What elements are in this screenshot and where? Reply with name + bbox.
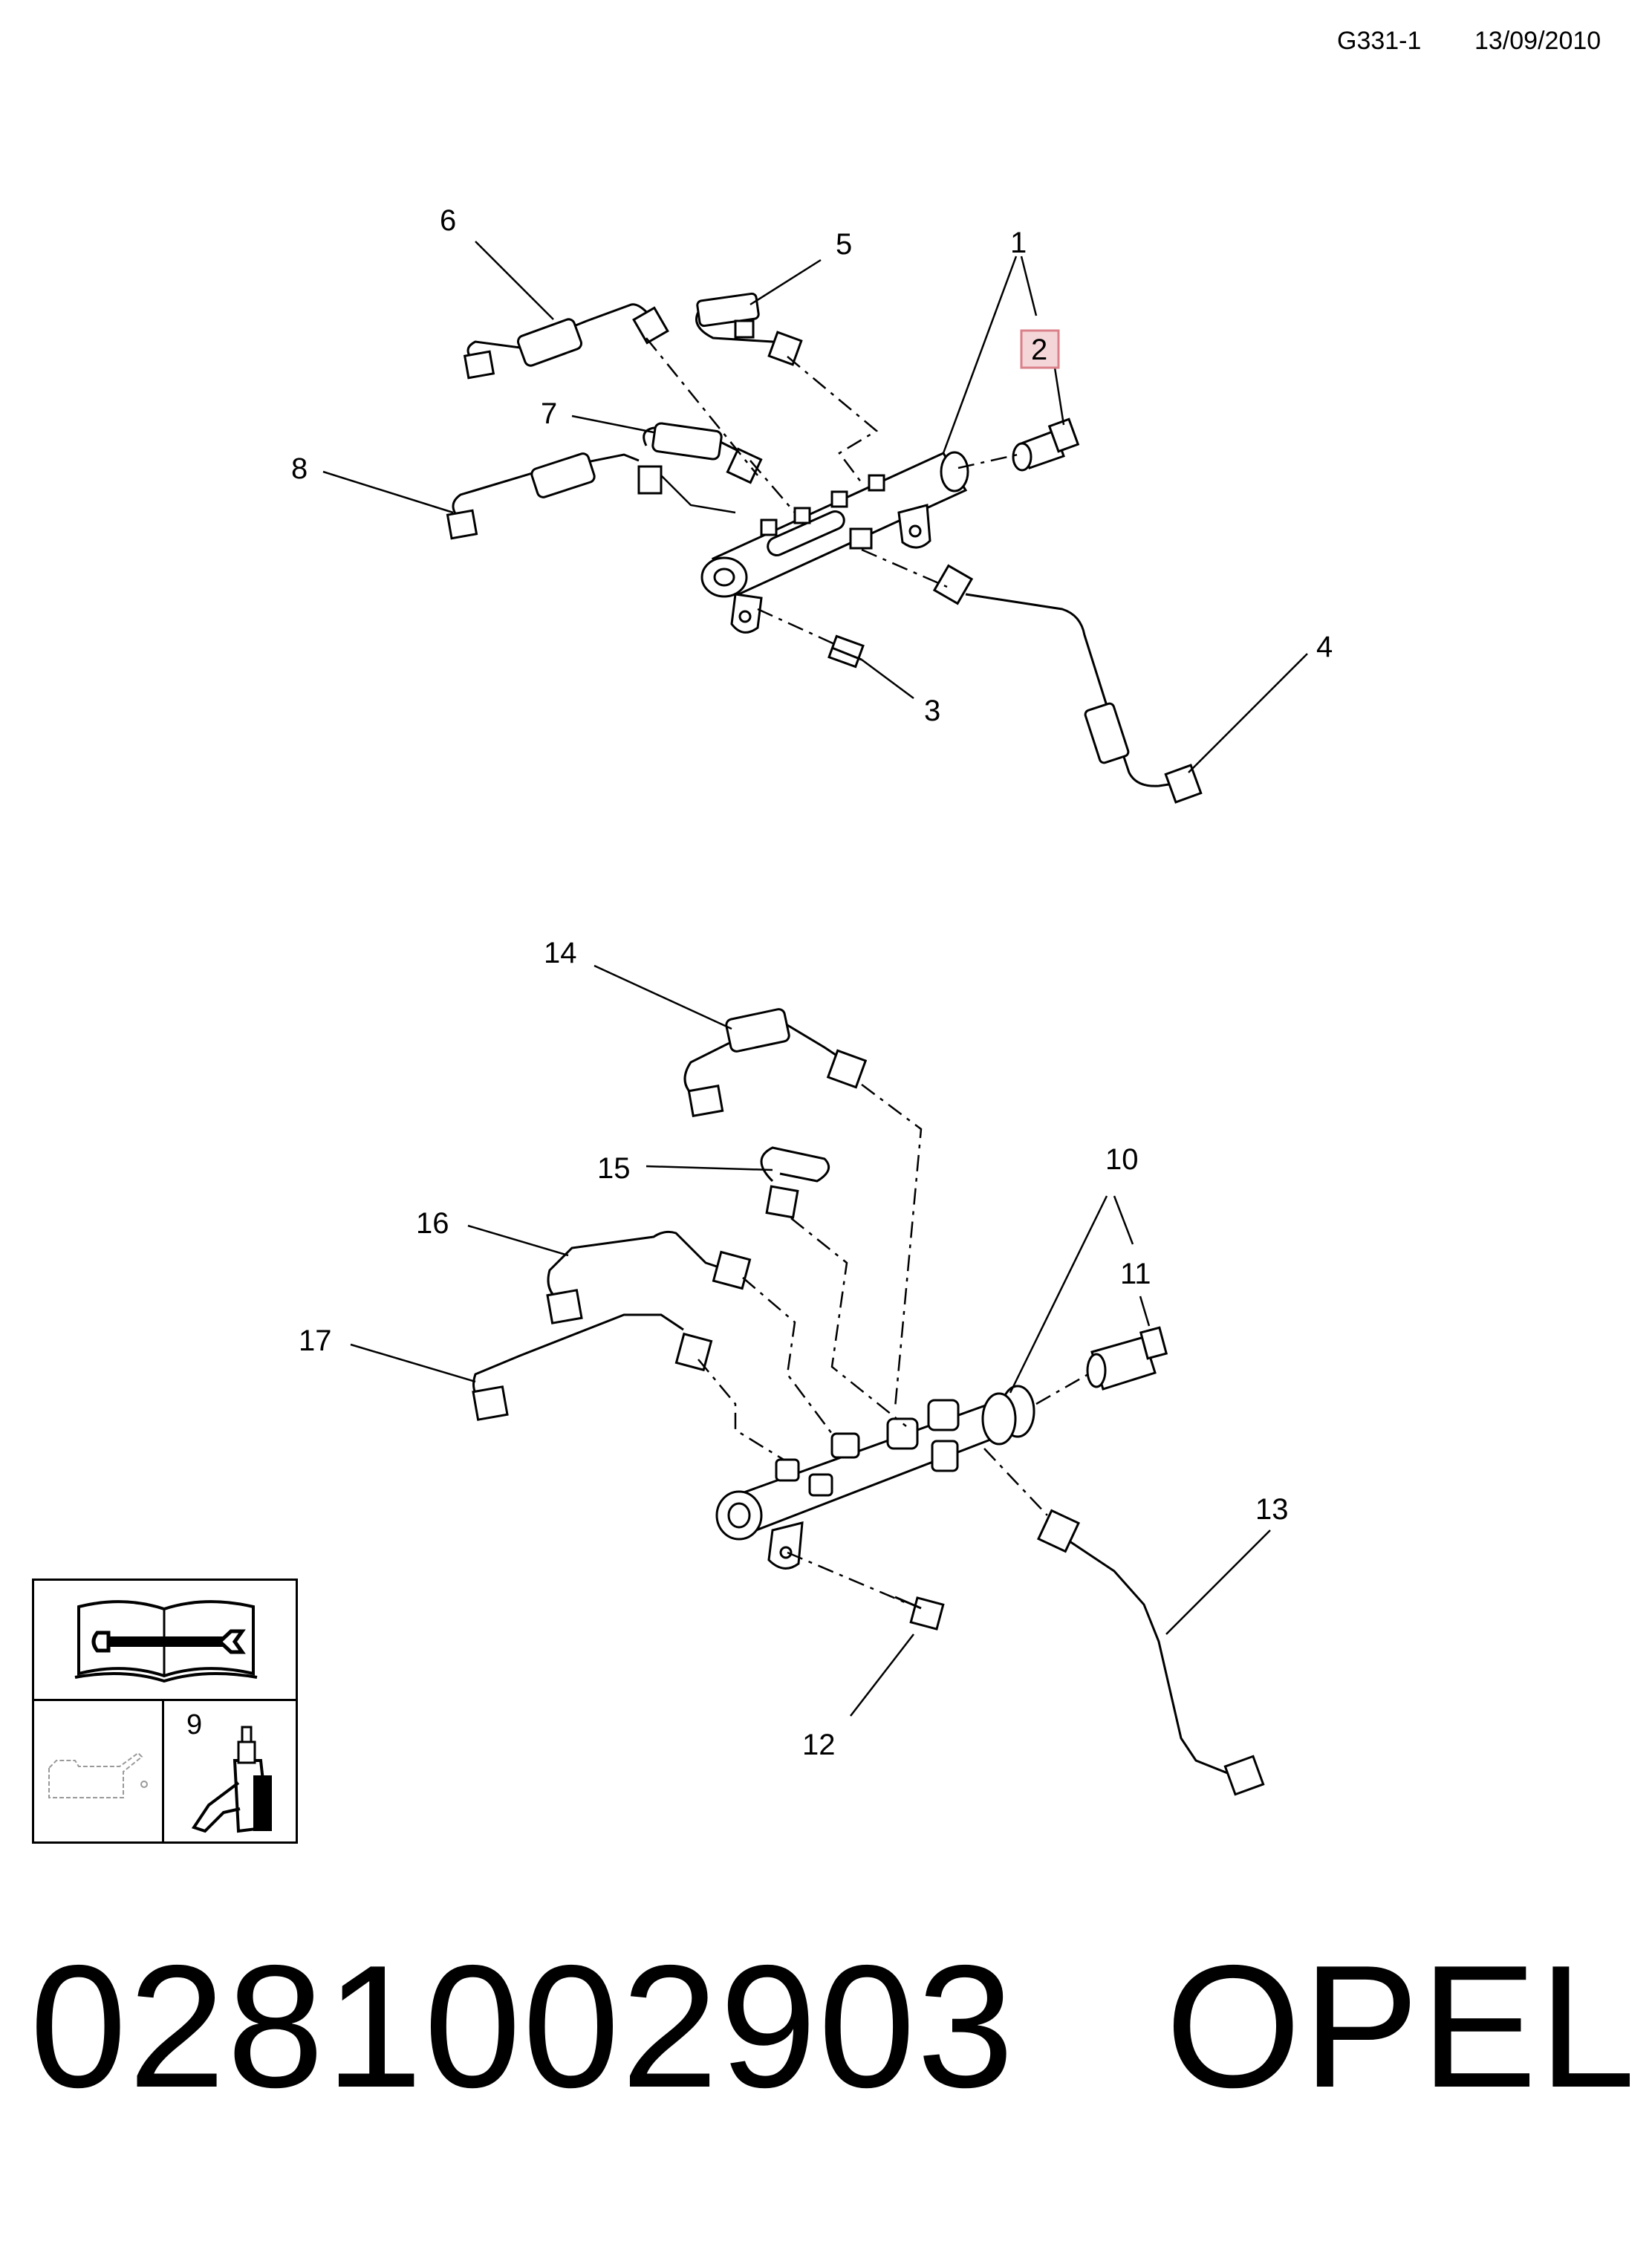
injector-pipe-6: [463, 303, 669, 380]
callout-16: 16: [416, 1207, 449, 1240]
brand: OPEL: [1165, 1928, 1637, 2124]
pipe-clip-15: [760, 1146, 830, 1219]
injector-pipe-7: [637, 422, 763, 495]
callout-11: 11: [1120, 1258, 1151, 1290]
callout-8: 8: [291, 452, 308, 485]
injector-pipe-16: [546, 1230, 752, 1324]
supply-pipe-13: [1037, 1509, 1265, 1796]
injector-pipe-5: [695, 292, 803, 366]
part-number: 0281002903: [30, 1928, 1015, 2124]
legend-oil-box: [32, 1699, 164, 1844]
callout-12: 12: [802, 1729, 836, 1761]
callout-6: 6: [440, 204, 456, 237]
supply-pipe-4: [932, 564, 1203, 804]
pressure-sensor-upper: [1012, 417, 1080, 472]
callout-17: 17: [299, 1324, 332, 1357]
callout-13: 13: [1255, 1493, 1289, 1526]
oil-can-icon: [48, 1752, 148, 1798]
bolt-12: [894, 1596, 945, 1631]
legend-adhesive-box: 9: [162, 1699, 298, 1844]
callout-2: 2: [1031, 334, 1047, 366]
adhesive-bottle-icon: 9: [186, 1709, 272, 1833]
legend-manual-box: [32, 1579, 298, 1701]
callout-2-highlight: [1020, 329, 1060, 369]
manual-wrench-icon: [74, 1600, 258, 1683]
callout-15: 15: [597, 1152, 631, 1185]
callout-3: 3: [924, 695, 940, 727]
diagram-date: 13/09/2010: [1474, 27, 1601, 55]
diagram-code: G331-1: [1337, 27, 1422, 55]
injector-pipe-17: [472, 1313, 713, 1421]
pressure-sensor-lower: [1086, 1326, 1168, 1391]
callout-14: 14: [544, 937, 577, 969]
callout-9: 9: [186, 1709, 202, 1740]
callout-10: 10: [1105, 1143, 1139, 1176]
injector-pipe-14: [683, 1008, 868, 1117]
callout-5: 5: [836, 228, 852, 261]
fuel-rail-lower: [715, 1385, 1035, 1570]
callout-4: 4: [1316, 631, 1333, 663]
footer-part-number: 0281002903 OPEL: [30, 1939, 1637, 2113]
bolt-3: [827, 634, 865, 669]
callout-1: 1: [1010, 227, 1027, 259]
fuel-rail-upper: [700, 451, 969, 634]
callout-7: 7: [541, 397, 557, 430]
injector-pipe-8: [446, 452, 640, 540]
